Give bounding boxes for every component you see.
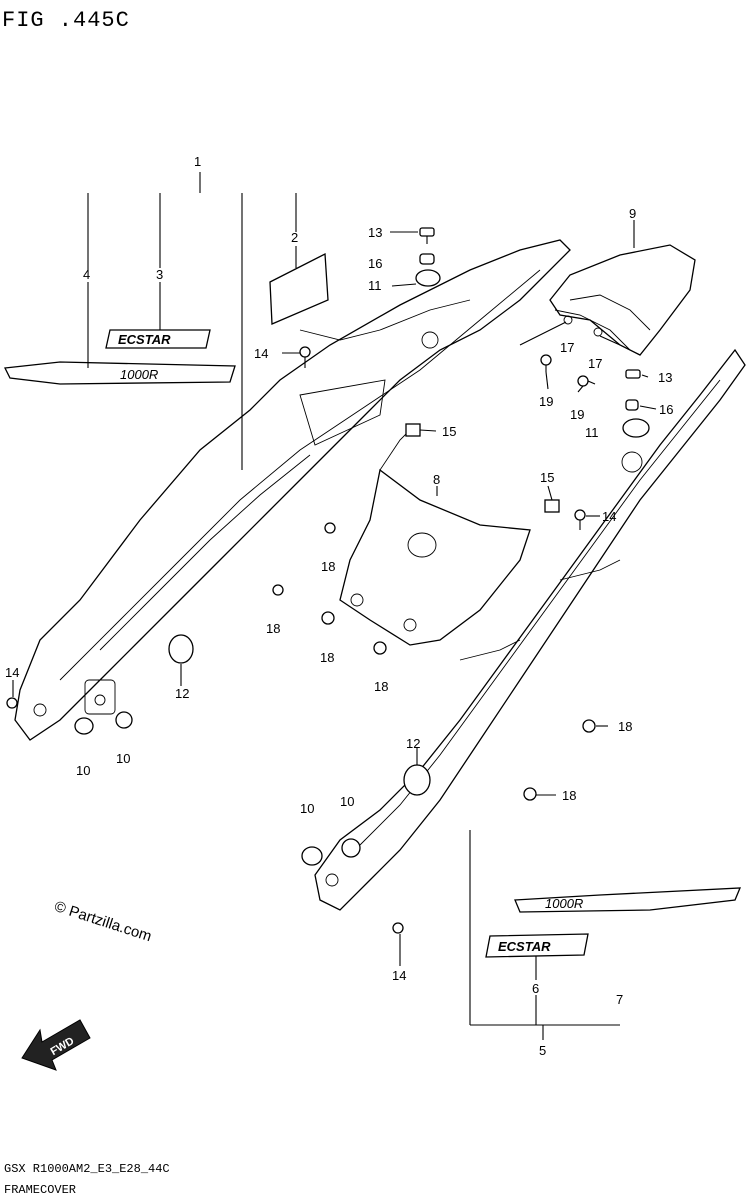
callout-10d: 10	[340, 794, 354, 809]
callout-9: 9	[629, 206, 636, 221]
right-frame-cover	[314, 348, 746, 911]
callout-2: 2	[291, 230, 298, 245]
decal-plain-part-2	[269, 252, 329, 325]
fwd-arrow-icon: FWD	[21, 1019, 91, 1071]
callout-13b: 13	[658, 370, 672, 385]
callout-14d: 14	[392, 968, 406, 983]
footer-code: GSX R1000AM2_E3_E28_44C	[4, 1162, 170, 1176]
leader-lines	[12, 172, 657, 1040]
partzilla-watermark: © Partzilla.com	[52, 898, 153, 945]
callout-17a: 17	[560, 340, 574, 355]
callout-3: 3	[156, 267, 163, 282]
callout-14b: 14	[602, 509, 616, 524]
decal-ecstar-right: ECSTAR	[485, 933, 589, 958]
callout-4: 4	[83, 267, 90, 282]
callout-19b: 19	[570, 407, 584, 422]
callout-10a: 10	[76, 763, 90, 778]
callout-19a: 19	[539, 394, 553, 409]
callout-18c: 18	[320, 650, 334, 665]
callout-10c: 10	[300, 801, 314, 816]
decal-ecstar-text-left: ECSTAR	[118, 332, 171, 347]
callout-18a: 18	[321, 559, 335, 574]
callout-16b: 16	[659, 402, 673, 417]
decal-model-text-left: 1000R	[120, 367, 158, 382]
callout-11a: 11	[368, 278, 382, 293]
decal-model-left: 1000R	[4, 361, 236, 385]
callout-17b: 17	[588, 356, 602, 371]
callout-15a: 15	[442, 424, 456, 439]
decal-model-right: 1000R	[514, 887, 741, 913]
callout-18e: 18	[618, 719, 632, 734]
hardware	[6, 227, 650, 934]
callout-15b: 15	[540, 470, 554, 485]
callout-8: 8	[433, 472, 440, 487]
callout-16a: 16	[368, 256, 382, 271]
decal-ecstar-text-right: ECSTAR	[498, 939, 551, 954]
callout-10b: 10	[116, 751, 130, 766]
footer-name: FRAMECOVER	[4, 1183, 76, 1197]
callout-12b: 12	[406, 736, 420, 751]
callout-5: 5	[539, 1043, 546, 1058]
callout-14a: 14	[254, 346, 268, 361]
callout-12a: 12	[175, 686, 189, 701]
callout-14c: 14	[5, 665, 19, 680]
tail-cover	[549, 244, 696, 356]
callout-7: 7	[616, 992, 623, 1007]
left-frame-cover	[14, 239, 571, 741]
callout-18b: 18	[266, 621, 280, 636]
decal-model-text-right: 1000R	[545, 896, 583, 911]
center-panel	[339, 429, 531, 646]
callout-6: 6	[532, 981, 539, 996]
decal-ecstar-left: ECSTAR	[105, 329, 211, 349]
callout-11b: 11	[585, 425, 599, 440]
figure-title: FIG .445C	[2, 8, 130, 33]
callout-13a: 13	[368, 225, 382, 240]
callout-18f: 18	[562, 788, 576, 803]
callout-1: 1	[194, 154, 201, 169]
callout-labels: 1 2 3 4 5 6 7 8 9 10 10 10 10 11 11 12 1…	[5, 154, 673, 1058]
callout-18d: 18	[374, 679, 388, 694]
